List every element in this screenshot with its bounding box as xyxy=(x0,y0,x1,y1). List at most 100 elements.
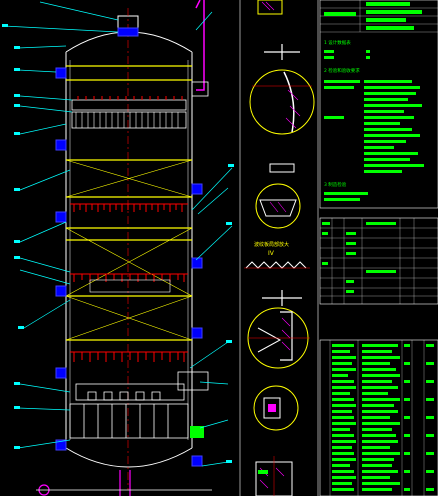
tag-12 xyxy=(14,406,20,409)
leader-4 xyxy=(17,69,57,73)
top-vapor-pipe xyxy=(195,0,205,91)
distributor-1-drips xyxy=(77,96,183,100)
section-2-lines xyxy=(324,80,424,173)
corrugation-mark: IV xyxy=(268,250,275,257)
tag-9 xyxy=(14,256,20,259)
detail-circle-3-wall xyxy=(280,311,293,361)
packing-bed-1 xyxy=(65,159,193,198)
leader-2 xyxy=(3,25,119,33)
detail-circle-1-hatch xyxy=(285,89,301,129)
distributor-1-box xyxy=(71,111,187,129)
leader-14 xyxy=(17,407,71,411)
detail-top-frame xyxy=(257,0,283,15)
liquid-distributor-1 xyxy=(71,96,187,129)
liquid-distributor-2 xyxy=(70,203,188,212)
tag-8 xyxy=(14,240,20,243)
bed-3-diag-b xyxy=(65,295,193,341)
detail-circle-4-block xyxy=(263,397,281,419)
section-1-heading: 1 设计数据表 xyxy=(324,39,351,46)
parts-table-grid xyxy=(329,340,425,496)
design-table-values xyxy=(324,2,422,30)
tower-vessel xyxy=(65,15,193,468)
tag-10 xyxy=(18,326,24,329)
callout-leaders xyxy=(3,1,233,467)
nozzle-table-values xyxy=(322,222,396,293)
distributor-4-nozzles xyxy=(73,352,185,362)
support-lines xyxy=(66,65,192,341)
nozzle-table-frame xyxy=(319,217,438,305)
leader-8 xyxy=(19,169,71,191)
callout-tags xyxy=(2,24,234,463)
distributor-1-trough xyxy=(71,99,187,111)
corrugation-detail: IV 波纹板局部放大 xyxy=(244,241,310,269)
corrugation-note: 波纹板局部放大 xyxy=(254,241,289,248)
nozzle-left-4 xyxy=(55,285,67,297)
detail-circle-2-outline xyxy=(255,183,301,229)
detail-circle-4-pad xyxy=(268,404,276,412)
nozzle-right-1 xyxy=(191,183,203,195)
packing-bed-3 xyxy=(65,295,193,341)
tag-17 xyxy=(226,460,232,463)
liquid-distributor-4 xyxy=(70,351,188,362)
detail-circle-1-wall xyxy=(283,71,295,133)
section-mark-2 xyxy=(262,290,302,306)
leader-13 xyxy=(19,383,71,393)
section-2-heading: 2 检验和验收要求 xyxy=(324,67,360,74)
leader-15 xyxy=(17,439,71,449)
nozzle-table-grid xyxy=(320,218,438,304)
support-grid-frame xyxy=(69,403,189,439)
section-mark-1 xyxy=(264,44,300,60)
leader-6 xyxy=(19,105,73,113)
leader-23 xyxy=(201,461,229,467)
bottom-outlet-pipe xyxy=(119,470,131,496)
leader-1 xyxy=(39,1,119,21)
gas-inlet-distributor xyxy=(75,383,185,401)
detail-bottom-support xyxy=(255,456,293,496)
detail-circle-2-hatch xyxy=(269,201,287,213)
leader-19 xyxy=(195,225,233,261)
nozzle-top-1 xyxy=(117,27,139,37)
title-block: 1 设计数据表 2 检验和验收要求 3 制造检验 xyxy=(319,0,438,496)
side-inlet-pipe xyxy=(177,371,209,391)
leader-18 xyxy=(197,187,229,215)
gas-inlet-hoods xyxy=(87,391,161,401)
detail-circle-3-cone xyxy=(257,327,282,353)
detail-flange xyxy=(255,163,301,229)
nozzle-left-2 xyxy=(55,139,67,151)
leader-17 xyxy=(191,167,233,211)
tag-15 xyxy=(226,222,232,225)
tag-13 xyxy=(14,446,20,449)
leader-22 xyxy=(199,419,229,429)
leader-7 xyxy=(19,123,67,135)
tag-6 xyxy=(14,132,20,135)
leader-16 xyxy=(195,11,213,31)
detail-bottom-tag xyxy=(258,470,268,474)
detail-circle-3-hatch xyxy=(281,317,291,351)
liquid-distributor-3 xyxy=(70,273,188,293)
tag-14 xyxy=(228,164,234,167)
parts-table-values xyxy=(332,344,434,491)
leader-11 xyxy=(19,269,71,285)
bottom-support-grid xyxy=(69,383,189,439)
leader-3 xyxy=(17,45,67,49)
tag-1 xyxy=(2,24,8,27)
design-table-frame xyxy=(319,0,438,209)
nozzle-right-3 xyxy=(191,327,203,339)
section-3-heading: 3 制造检验 xyxy=(324,181,347,188)
bottom-level-gauge xyxy=(190,426,204,438)
bottom-head xyxy=(65,447,193,468)
nozzle-right-2 xyxy=(191,257,203,269)
detail-circle-1 xyxy=(249,69,315,135)
detail-circle-4 xyxy=(253,385,299,431)
distributor-3-box xyxy=(89,279,171,293)
leader-10 xyxy=(19,257,71,273)
nozzle-left-6 xyxy=(55,439,67,451)
tag-11 xyxy=(14,382,20,385)
section-1-lines xyxy=(324,50,370,59)
detail-circle-4-outline xyxy=(253,385,299,431)
detail-top-weld xyxy=(257,0,283,15)
tag-2 xyxy=(14,46,20,49)
detail-circle-2-body xyxy=(259,199,297,217)
leader-5 xyxy=(19,95,73,101)
